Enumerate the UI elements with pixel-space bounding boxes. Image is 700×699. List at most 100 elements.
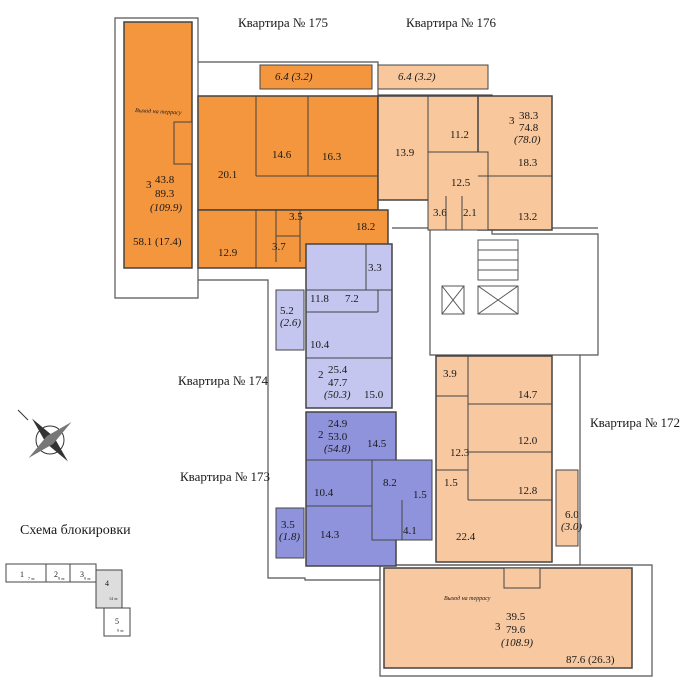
- apt175-balcony-area: 6.4 (3.2): [275, 71, 313, 83]
- west-living: 43.8: [155, 174, 175, 186]
- scheme-title: Схема блокировки: [20, 523, 131, 538]
- scheme-dim-5: 9 эт.: [117, 628, 124, 633]
- apt173-bath-area: 4.1: [403, 525, 417, 537]
- west-with-balcony: (109.9): [150, 202, 182, 214]
- apt173-room1-area: 10.4: [314, 487, 334, 499]
- label-apt-176: Квартира № 176: [406, 15, 497, 30]
- apt174-room2-area: 10.4: [310, 339, 330, 351]
- label-apt-174: Квартира № 174: [178, 373, 269, 388]
- apt176-kitchen-area: 13.2: [518, 211, 537, 223]
- apt174-balcony-area: 5.2: [280, 305, 294, 317]
- apartment-172[interactable]: [435, 355, 579, 563]
- apt173-kitchen-area: 14.5: [367, 438, 387, 450]
- apt176-bath-area: 3.6: [433, 207, 447, 219]
- apt176-room1-area: 13.9: [395, 147, 415, 159]
- scheme-dim-3: 9 эт.: [84, 576, 91, 581]
- blocking-scheme-diagram: [5, 563, 131, 637]
- apt172-room1-area: 14.7: [518, 389, 538, 401]
- apt172-hall-area: 12.3: [450, 447, 470, 459]
- apt176-balcony-area: 6.4 (3.2): [398, 71, 436, 83]
- scheme-block-3-num: 3: [80, 570, 84, 579]
- apt174-total: 47.7: [328, 377, 348, 389]
- apt176-with-balcony: (78.0): [514, 134, 541, 146]
- apt176-rooms: 3: [509, 115, 515, 127]
- west-total: 89.3: [155, 188, 175, 200]
- apt172-room2-area: 12.0: [518, 435, 538, 447]
- apt173-wc-area: 1.5: [413, 489, 427, 501]
- apartment-175[interactable]: [197, 64, 389, 269]
- apt174-room1-area: 11.8: [310, 293, 329, 305]
- apt175-kitchen-area: 20.1: [218, 169, 237, 181]
- apt172-room3-area: 12.8: [518, 485, 538, 497]
- apt176-total: 74.8: [519, 122, 539, 134]
- apt173-total: 53.0: [328, 431, 348, 443]
- apt173-rooms: 2: [318, 429, 324, 441]
- apt174-with-balcony: (50.3): [324, 389, 351, 401]
- apt175-balcony: [259, 64, 373, 90]
- scheme-block-1-num: 1: [20, 570, 24, 579]
- apartment-176[interactable]: [377, 64, 553, 231]
- apt175-body: [197, 95, 379, 211]
- apt174-hall-area: 7.2: [345, 293, 359, 305]
- apt176-living: 38.3: [519, 110, 539, 122]
- apt175-room3-area: 12.9: [218, 247, 238, 259]
- label-apt-173: Квартира № 173: [180, 469, 271, 484]
- south-living: 39.5: [506, 611, 526, 623]
- south-stair: [503, 567, 541, 589]
- scheme-block-5: [103, 607, 131, 637]
- scheme-block-2-num: 2: [54, 570, 58, 579]
- apt173-balcony: [275, 507, 305, 559]
- apt172-bath-area: 1.5: [444, 477, 458, 489]
- west-exit-note: Выход на террасу: [135, 107, 182, 116]
- apt174-balcony-reduced: (2.6): [280, 317, 301, 329]
- apartment-west[interactable]: [123, 21, 193, 269]
- elevator-1: [441, 285, 465, 315]
- compass-rose-icon: [17, 409, 72, 462]
- apt176-wc-area: 2.1: [463, 207, 477, 219]
- apt172-balcony: [555, 469, 579, 547]
- apartment-173[interactable]: [275, 411, 433, 567]
- apt172-balcony-reduced: (3.0): [561, 521, 582, 533]
- apt173-living: 24.9: [328, 418, 348, 430]
- scheme-dim-4: 14 эт.: [109, 596, 118, 601]
- apt175-bath-area: 3.5: [289, 211, 303, 223]
- apt176-hall: [427, 151, 489, 231]
- scheme-dim-2: 9 эт.: [58, 576, 65, 581]
- label-apt-175: Квартира № 175: [238, 15, 329, 30]
- apt174-body: [305, 243, 393, 409]
- apt175-wc-area: 3.7: [272, 241, 286, 253]
- apartment-south[interactable]: [383, 567, 633, 669]
- apt176-balcony: [377, 64, 489, 90]
- apt174-rooms: 2: [318, 369, 324, 381]
- scheme-block-5-num: 5: [115, 617, 119, 626]
- elevator-2: [477, 285, 519, 315]
- apt174-wc-area: 3.3: [368, 262, 382, 274]
- apt175-room1-area: 14.6: [272, 149, 292, 161]
- scheme-block-4: [95, 569, 123, 609]
- apartment-174[interactable]: [275, 243, 393, 409]
- label-apt-172: Квартира № 172: [590, 415, 681, 430]
- apt173-balcony-area: 3.5: [281, 519, 295, 531]
- apt174-living: 25.4: [328, 364, 348, 376]
- apt174-kitchen-area: 15.0: [364, 389, 384, 401]
- apt173-room2-area: 14.3: [320, 529, 340, 541]
- apt176-east: [477, 95, 553, 231]
- apt173-with-balcony: (54.8): [324, 443, 351, 455]
- apt176-hall-area: 12.5: [451, 177, 471, 189]
- south-total: 79.6: [506, 624, 526, 636]
- scheme-dim-1: 7 эт.: [28, 576, 35, 581]
- scheme-block-4-num: 4: [105, 579, 109, 588]
- apt175-room2-area: 16.3: [322, 151, 342, 163]
- south-rooms: 3: [495, 621, 501, 633]
- apt176-room2-area: 11.2: [450, 129, 469, 141]
- south-with-balcony: (108.9): [501, 637, 533, 649]
- stair-core: [441, 239, 519, 315]
- apt172-kitchen-area: 22.4: [456, 531, 476, 543]
- south-terrace: 87.6 (26.3): [566, 654, 615, 666]
- apt175-hall-area: 18.2: [356, 221, 375, 233]
- apt173-balcony-reduced: (1.8): [279, 531, 300, 543]
- building-walls: [114, 17, 653, 677]
- apt172-wc-area: 3.9: [443, 368, 457, 380]
- apt173-hall-area: 8.2: [383, 477, 397, 489]
